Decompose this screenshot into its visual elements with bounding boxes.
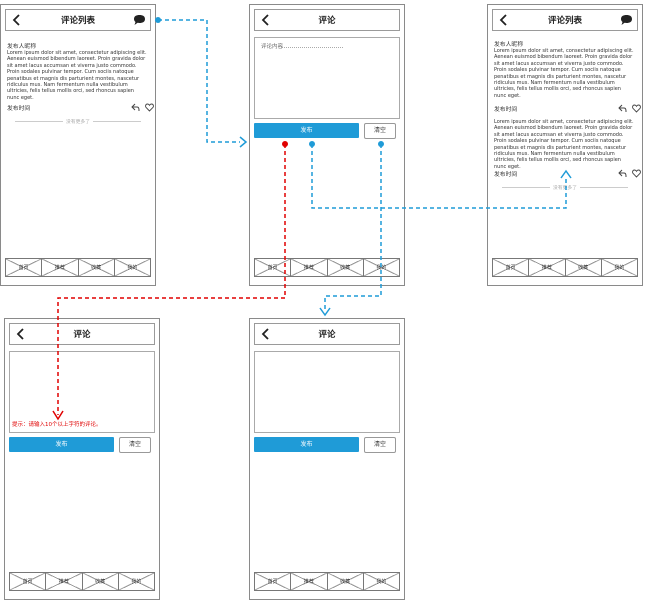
- tab-favorites[interactable]: 收藏: [565, 259, 602, 276]
- tab-bar: 首页 推荐 收藏 我的: [5, 258, 151, 277]
- heart-icon[interactable]: [145, 103, 154, 112]
- screen-comment-cleared: 评论 发布 清空 首页 推荐 收藏 我的: [249, 318, 405, 600]
- tab-mine[interactable]: 我的: [363, 573, 399, 590]
- tab-bar: 首页 推荐 收藏 我的: [9, 572, 155, 591]
- tab-home[interactable]: 首页: [10, 573, 47, 590]
- comment-placeholder: 评论内容: [261, 44, 284, 50]
- author-name: 发布人昵称: [494, 42, 523, 48]
- no-more-label: 没有更多了: [63, 118, 93, 125]
- arrowhead: [319, 307, 331, 317]
- tab-home[interactable]: 首页: [255, 573, 292, 590]
- clear-button[interactable]: 清空: [119, 437, 151, 453]
- post-time: 发布时间: [494, 172, 518, 178]
- header: 评论列表: [492, 9, 638, 31]
- tab-recommend[interactable]: 推荐: [291, 259, 328, 276]
- comment-body: Lorem ipsum dolor sit amet, consectetur …: [494, 48, 634, 99]
- tab-bar: 首页 推荐 收藏 我的: [254, 572, 400, 591]
- comment-body: Lorem ipsum dolor sit amet, consectetur …: [494, 119, 634, 170]
- back-arrow-icon[interactable]: [14, 327, 28, 341]
- no-more-label: 没有更多了: [550, 184, 580, 191]
- tab-favorites[interactable]: 收藏: [327, 573, 364, 590]
- tab-home[interactable]: 首页: [493, 259, 530, 276]
- comment-textarea[interactable]: 评论内容: [254, 37, 400, 119]
- tab-mine[interactable]: 我的: [118, 573, 154, 590]
- submit-button[interactable]: 发布: [254, 437, 359, 452]
- tab-recommend[interactable]: 推荐: [291, 573, 328, 590]
- error-message: 提示：请输入10个以上字符的评论。: [12, 422, 102, 428]
- post-time: 发布时间: [7, 106, 31, 112]
- page-title: 评论: [318, 16, 336, 26]
- submit-button[interactable]: 发布: [254, 123, 359, 138]
- placeholder-line: [281, 47, 343, 48]
- tab-home[interactable]: 首页: [6, 259, 43, 276]
- tab-mine[interactable]: 我的: [601, 259, 637, 276]
- back-arrow-icon[interactable]: [10, 13, 24, 27]
- page-title: 评论列表: [60, 16, 95, 26]
- heart-icon[interactable]: [632, 104, 641, 113]
- tab-favorites[interactable]: 收藏: [327, 259, 364, 276]
- header: 评论: [254, 9, 400, 31]
- page-title: 评论: [73, 330, 91, 340]
- heart-icon[interactable]: [632, 169, 641, 178]
- header: 评论列表: [5, 9, 151, 31]
- chat-bubble-icon[interactable]: [133, 14, 146, 26]
- back-arrow-icon[interactable]: [259, 13, 273, 27]
- tab-recommend[interactable]: 推荐: [46, 573, 83, 590]
- clear-button[interactable]: 清空: [364, 123, 396, 139]
- reply-icon[interactable]: [131, 103, 140, 112]
- connector-chat-to-input: [158, 19, 240, 143]
- no-more-divider: 没有更多了: [15, 118, 141, 125]
- screen-comment-list: 评论列表 发布人昵称 Lorem ipsum dolor sit amet, c…: [0, 4, 156, 286]
- tab-recommend[interactable]: 推荐: [42, 259, 79, 276]
- tab-mine[interactable]: 我的: [363, 259, 399, 276]
- header: 评论: [9, 323, 155, 345]
- post-time: 发布时间: [494, 107, 518, 113]
- reply-icon[interactable]: [618, 104, 627, 113]
- page-title: 评论: [318, 330, 336, 340]
- submit-button[interactable]: 发布: [9, 437, 114, 452]
- screen-comment-error: 评论 提示：请输入10个以上字符的评论。 发布 清空 首页 推荐 收藏 我的: [4, 318, 160, 600]
- tab-favorites[interactable]: 收藏: [82, 573, 119, 590]
- screen-comment-list-updated: 评论列表 发布人昵称 Lorem ipsum dolor sit amet, c…: [487, 4, 643, 286]
- tab-recommend[interactable]: 推荐: [529, 259, 566, 276]
- clear-button[interactable]: 清空: [364, 437, 396, 453]
- header: 评论: [254, 323, 400, 345]
- comment-textarea[interactable]: [254, 351, 400, 433]
- author-name: 发布人昵称: [7, 44, 36, 50]
- arrowhead: [239, 136, 248, 148]
- tab-favorites[interactable]: 收藏: [78, 259, 115, 276]
- page-title: 评论列表: [547, 16, 582, 26]
- comment-textarea[interactable]: 提示：请输入10个以上字符的评论。: [9, 351, 155, 433]
- tab-bar: 首页 推荐 收藏 我的: [254, 258, 400, 277]
- no-more-divider: 没有更多了: [502, 184, 628, 191]
- tab-mine[interactable]: 我的: [114, 259, 150, 276]
- tab-home[interactable]: 首页: [255, 259, 292, 276]
- reply-icon[interactable]: [618, 169, 627, 178]
- chat-bubble-icon[interactable]: [620, 14, 633, 26]
- tab-bar: 首页 推荐 收藏 我的: [492, 258, 638, 277]
- comment-body: Lorem ipsum dolor sit amet, consectetur …: [7, 50, 147, 101]
- back-arrow-icon[interactable]: [497, 13, 511, 27]
- screen-comment-input: 评论 评论内容 发布 清空 首页 推荐 收藏 我的: [249, 4, 405, 286]
